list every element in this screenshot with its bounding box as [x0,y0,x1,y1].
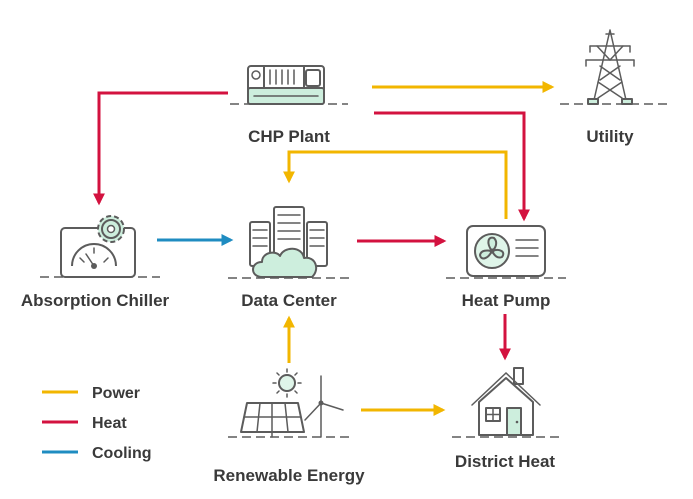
transmission-tower-icon [560,29,668,105]
flow-chp-to-datacenter-power [283,150,508,219]
utility-node: Utility [560,29,668,146]
data-center-node: Data Center [228,206,352,310]
wind-turbine-icon [304,375,344,438]
gear-icon [97,215,125,243]
renewable-energy-node: Renewable Energy [213,368,365,485]
absorption-chiller-node: Absorption Chiller [21,215,170,310]
chp-plant-node: CHP Plant [230,65,348,146]
solar-wind-icon [228,368,352,438]
legend: Power Heat Cooling [42,385,152,462]
server-rack-cloud-icon [228,206,352,279]
data-center-label: Data Center [241,291,337,310]
chiller-gauge-icon [40,215,160,278]
district-heat-label: District Heat [455,452,555,471]
utility-label: Utility [586,127,634,146]
flow-chp-to-chiller-heat [93,91,228,206]
heat-pump-node: Heat Pump [446,225,566,310]
sun-icon [272,368,302,398]
legend-item-power: Power [42,385,140,402]
heat-pump-label: Heat Pump [462,291,551,310]
chp-plant-label: CHP Plant [248,127,330,146]
flow-arrows [93,81,555,416]
solar-panel-icon [240,402,305,438]
fan-unit-icon [446,225,566,279]
absorption-chiller-label: Absorption Chiller [21,291,170,310]
legend-label-heat: Heat [92,415,127,432]
legend-label-power: Power [92,385,140,402]
legend-item-heat: Heat [42,415,127,432]
renewable-energy-label: Renewable Energy [213,466,365,485]
legend-label-cooling: Cooling [92,445,152,462]
house-icon [452,367,562,438]
generator-icon [230,65,348,105]
legend-item-cooling: Cooling [42,445,152,462]
flow-chp-to-heatpump-heat [374,111,530,222]
district-heat-node: District Heat [452,367,562,471]
